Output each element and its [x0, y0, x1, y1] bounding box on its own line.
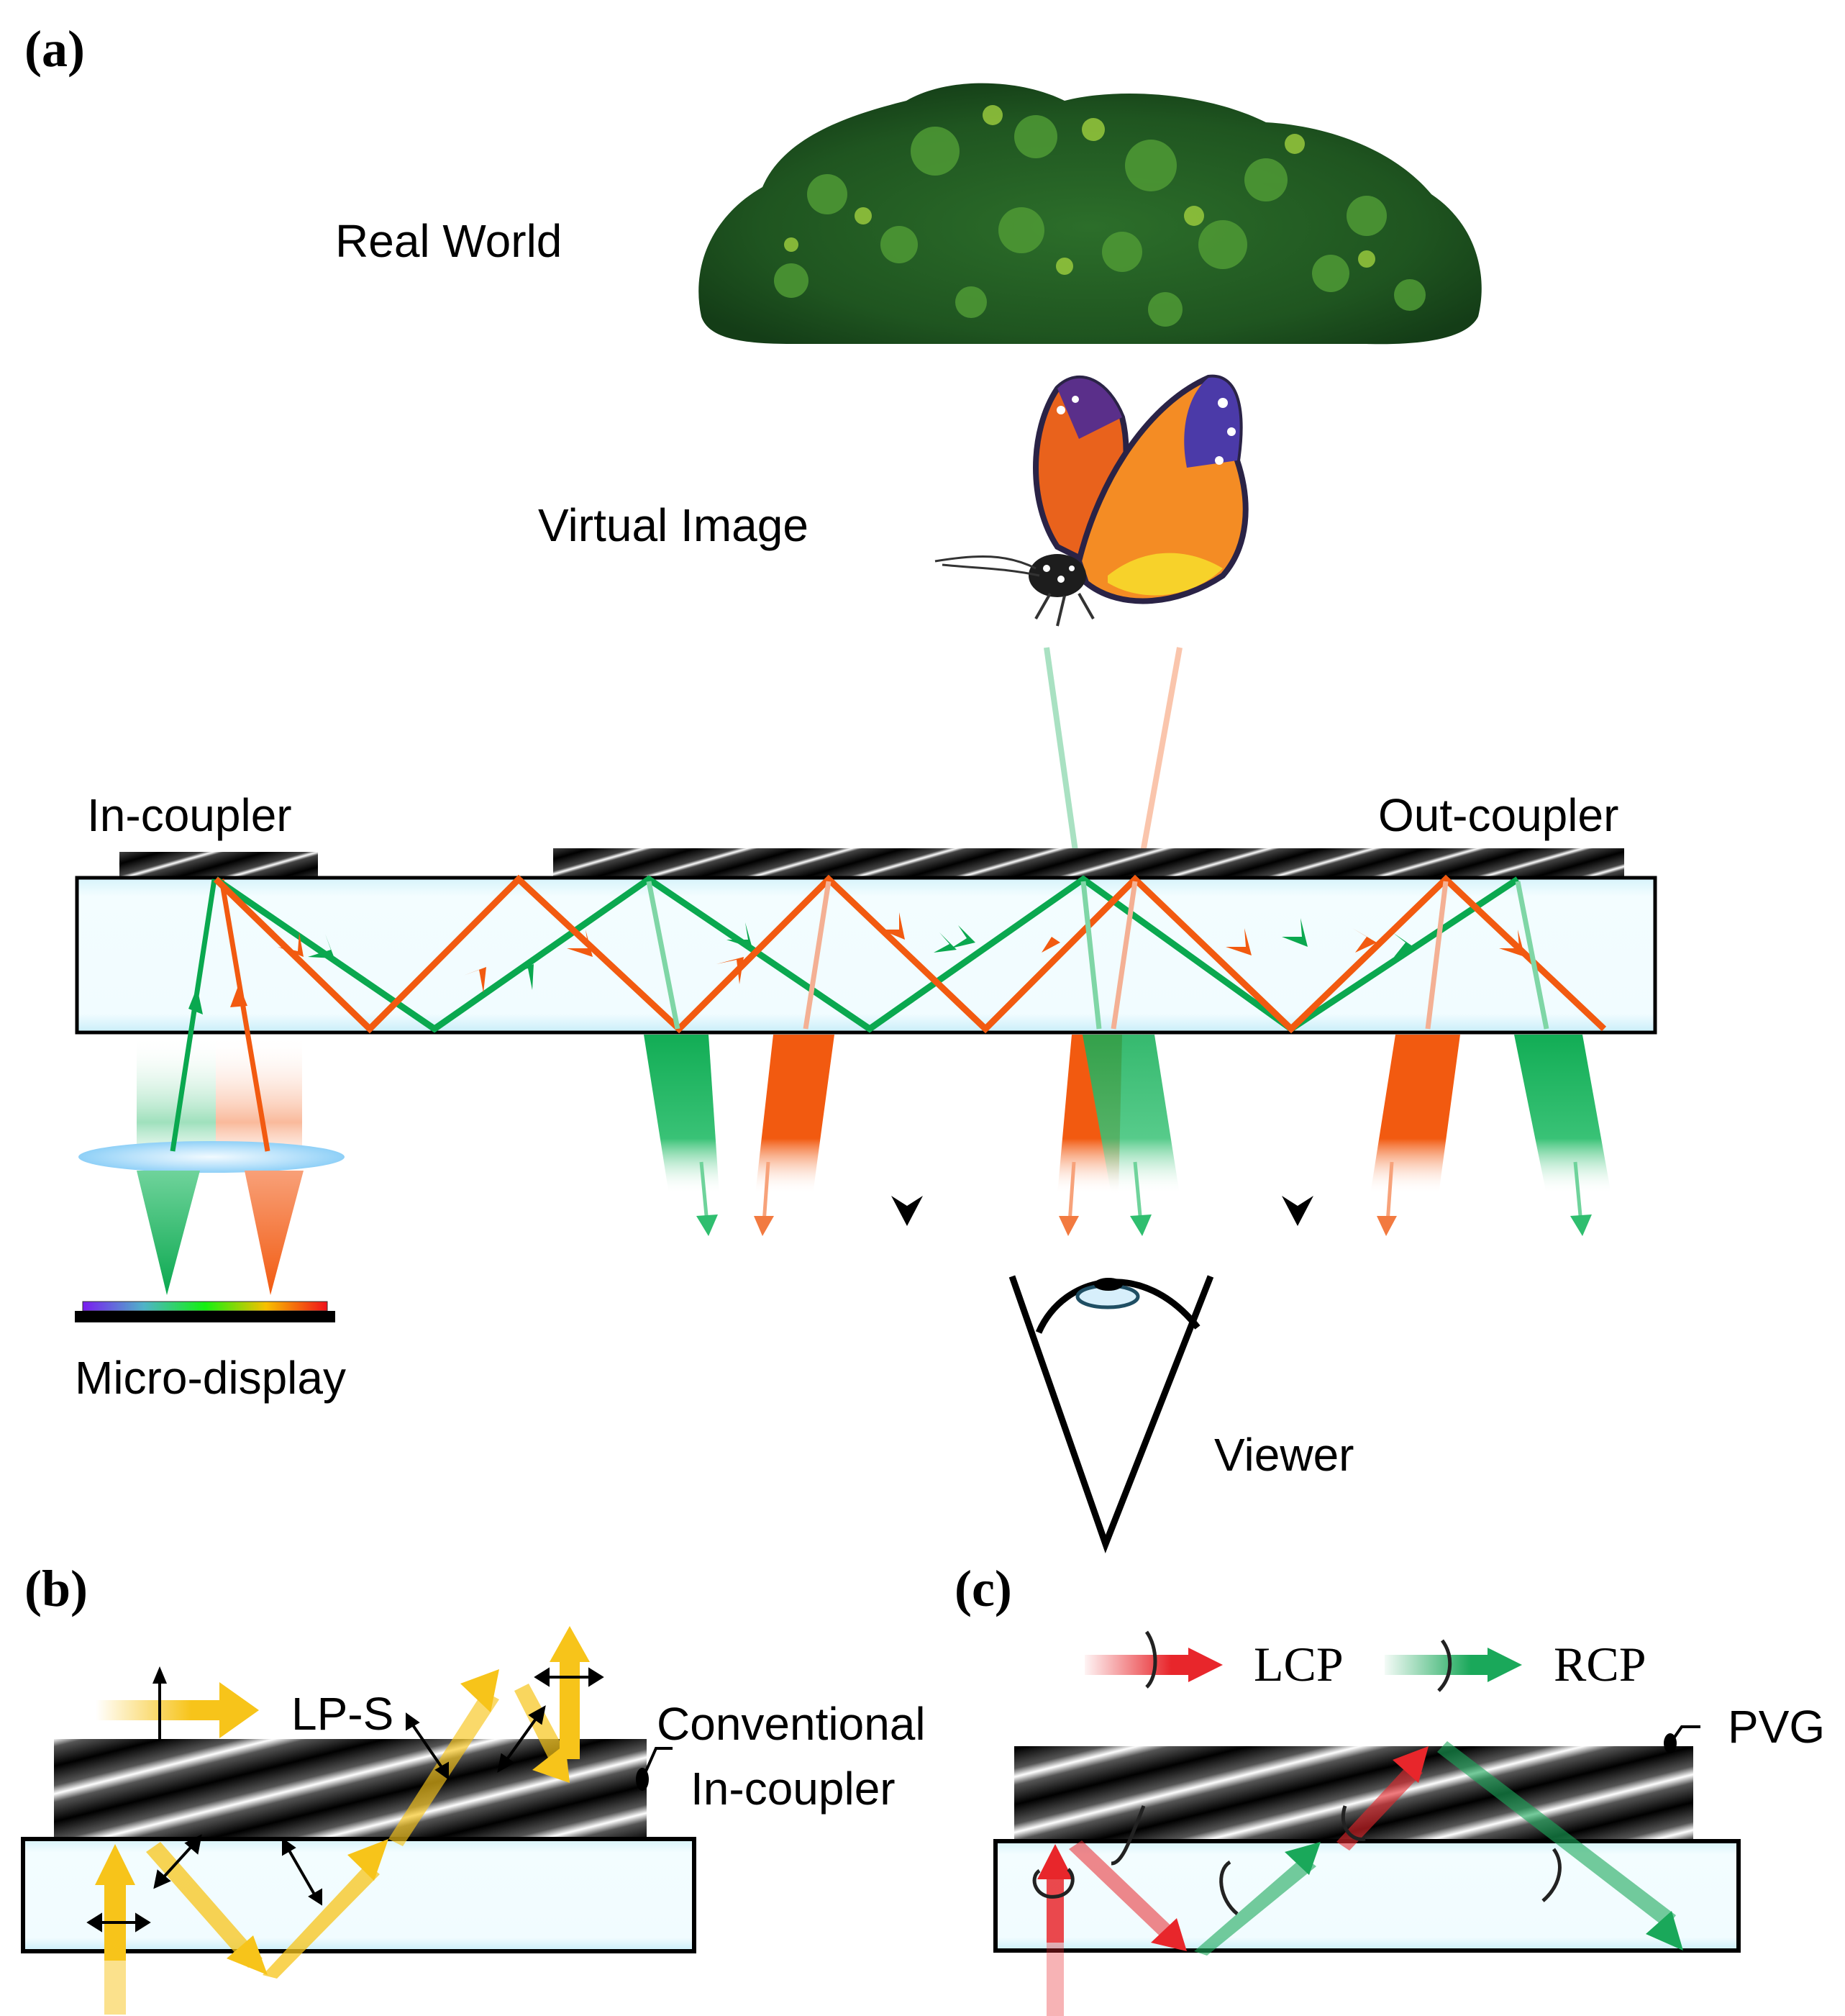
eye-icon — [1008, 1275, 1214, 1553]
input-ray-orange — [219, 878, 270, 1152]
yellow-beams — [95, 1626, 590, 2015]
conventional-label: Conventional — [657, 1698, 926, 1750]
lens-icon — [78, 1141, 345, 1173]
circular-polarization-right-icon — [1437, 1639, 1452, 1692]
in-coupler-b-label: In-coupler — [691, 1763, 896, 1815]
circular-polarization-left-icon — [1144, 1630, 1157, 1689]
diffracted-ray-green-2 — [1080, 881, 1102, 1030]
tir-arrowheads — [278, 912, 1525, 993]
legend-lp-s-label: LP-S — [291, 1688, 393, 1740]
circular-beams — [1037, 1741, 1683, 2016]
diffracted-ray-green-3 — [1515, 881, 1549, 1030]
beam-arrowheads — [696, 1161, 1592, 1236]
polarization-arrows — [86, 1667, 604, 1933]
outcoupled-beam-orange-1 — [755, 1035, 834, 1194]
real-world-ray-right-arrowhead — [1282, 1196, 1313, 1226]
legend-rcp: RCP — [1385, 1637, 1646, 1692]
panel-a-label: (a) — [24, 20, 85, 78]
tir-ray-orange — [213, 874, 1607, 1034]
outcoupled-beam-green-2 — [1083, 1035, 1180, 1194]
in-coupler-label: In-coupler — [87, 789, 292, 841]
virtual-image-label: Virtual Image — [538, 499, 808, 551]
viewer-label: Viewer — [1214, 1429, 1354, 1481]
legend-lcp: LCP — [1085, 1630, 1344, 1692]
panel-b: (b) LP-S — [21, 1560, 926, 2015]
out-coupler-label: Out-coupler — [1378, 789, 1618, 841]
outcoupled-beam-orange-3 — [1370, 1035, 1460, 1194]
outcoupled-beam-green-1 — [644, 1035, 719, 1194]
orange-cone — [245, 1171, 304, 1295]
micro-display-label: Micro-display — [75, 1352, 346, 1404]
panel-b-label: (b) — [24, 1560, 88, 1617]
out-coupler-grating — [553, 848, 1624, 878]
real-world-label: Real World — [335, 215, 562, 267]
diffracted-ray-orange-1 — [803, 881, 832, 1030]
panel-c-label: (c) — [955, 1560, 1012, 1617]
panel-c: (c) LCP RCP — [955, 1560, 1825, 2016]
micro-display-icon — [75, 1301, 335, 1322]
outcoupled-beam-green-3 — [1514, 1035, 1611, 1194]
green-cone — [137, 1171, 200, 1295]
diffracted-ray-orange-3 — [1425, 881, 1449, 1030]
real-world-ray-left-arrowhead — [891, 1196, 923, 1226]
butterfly-icon — [934, 374, 1249, 627]
diffracted-ray-orange-2 — [1111, 881, 1138, 1030]
pvg-label: PVG — [1728, 1701, 1825, 1753]
legend-lp-s: LP-S — [96, 1666, 393, 1757]
bush-icon — [698, 83, 1482, 345]
rotation-marks — [1032, 1805, 1562, 1915]
grating-leader-b — [636, 1747, 673, 1791]
legend-lcp-label: LCP — [1254, 1637, 1344, 1692]
in-coupler-grating — [119, 852, 318, 878]
legend-rcp-label: RCP — [1554, 1637, 1646, 1692]
panel-a: (a) Real World Virtual Image — [24, 20, 1657, 1553]
diffracted-ray-green-1 — [646, 881, 680, 1030]
input-ray-green — [170, 878, 217, 1152]
waveguide — [75, 876, 1657, 1035]
grating-leader-c — [1664, 1725, 1700, 1753]
